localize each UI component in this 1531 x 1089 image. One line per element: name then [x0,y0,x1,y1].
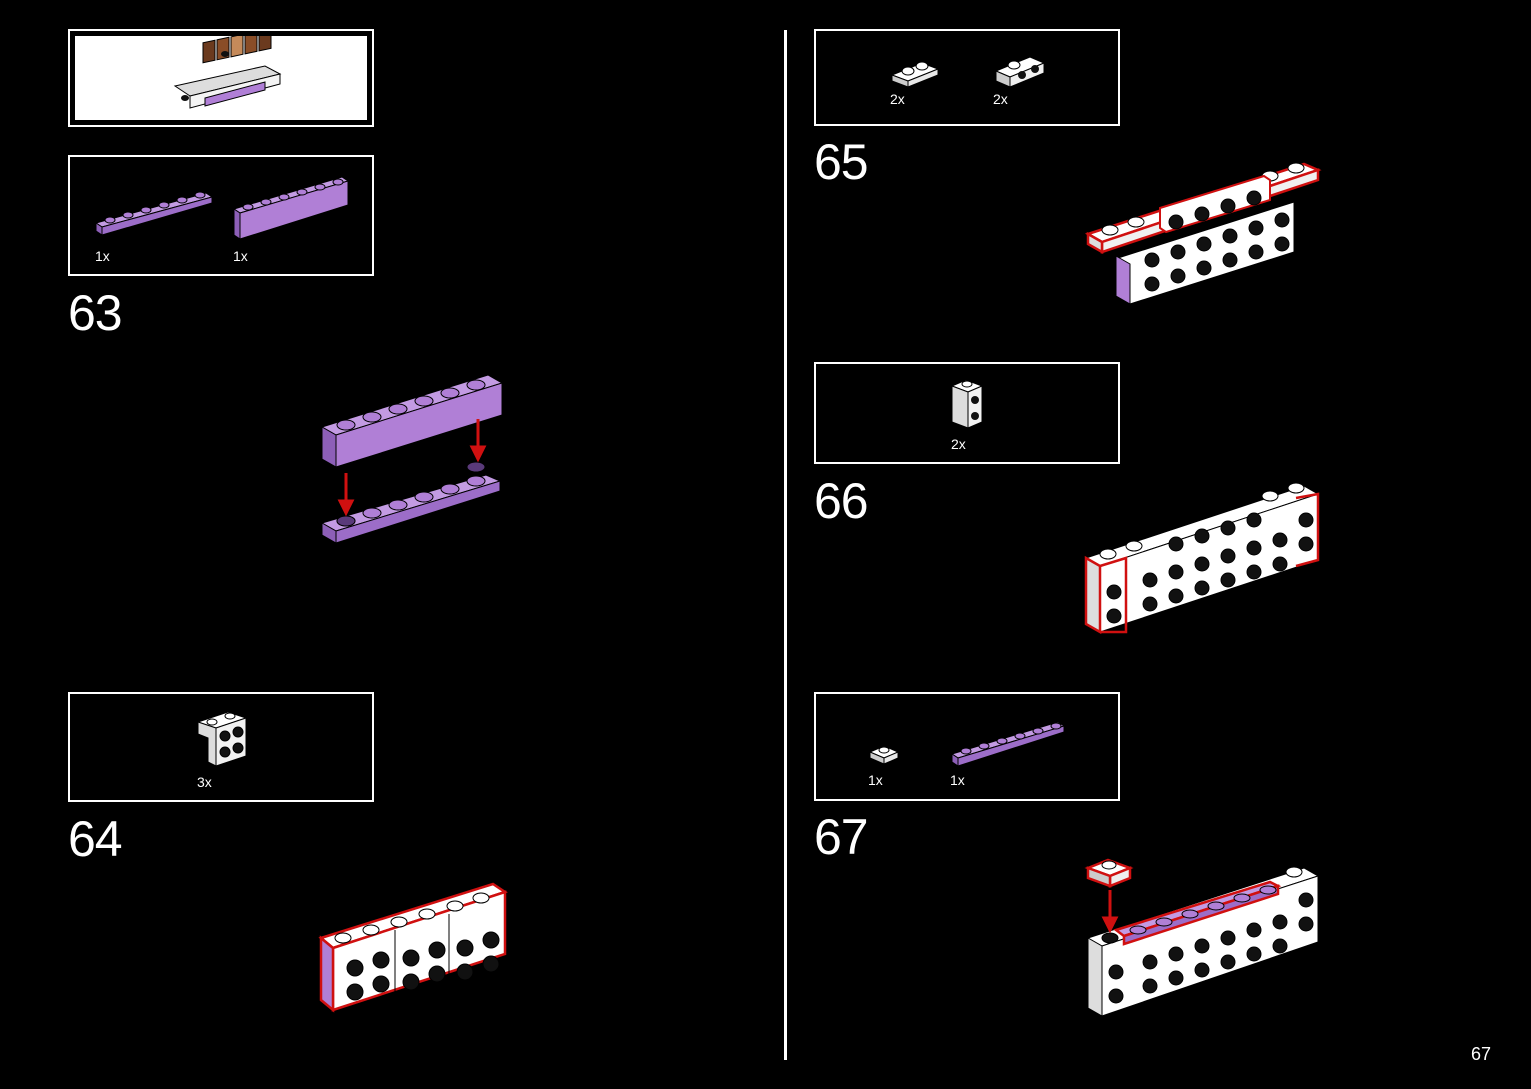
previous-step-thumbnail [68,27,374,127]
parts-box-step-67: 1x 1x [814,692,1120,801]
part-quantity: 1x [868,772,883,788]
parts-illustration [868,721,1066,767]
part-quantity: 2x [951,436,966,452]
white-plate-1x2-icon [890,61,940,88]
page-divider [784,30,787,1060]
parts-box-step-65: 2x 2x [814,29,1120,126]
submodel-preview-icon [173,27,282,109]
step-67-assembly-illustration [1084,858,1320,1017]
parts-box-step-63: 1x 1x [68,155,374,276]
step-66-assembly-illustration [1084,482,1320,635]
part-quantity: 1x [950,772,965,788]
step-number: 65 [814,134,869,190]
white-brick-1x1-studs-side-icon [950,379,984,429]
step-64-assembly-illustration [318,882,508,1013]
part-quantity: 2x [890,91,905,107]
part-quantity: 3x [197,774,212,790]
parts-illustration [890,56,1046,88]
parts-illustration [950,379,984,429]
thumbnail-panel [74,27,368,121]
part-quantity: 2x [993,91,1008,107]
white-plate-1x1-icon [868,745,900,765]
step-number: 64 [68,811,123,867]
part-quantity: 1x [233,248,248,264]
step-number: 63 [68,285,123,341]
parts-box-step-66: 2x [814,362,1120,464]
page-number: 67 [1470,1044,1491,1064]
parts-illustration [196,711,248,767]
step-63-assembly-illustration [320,374,504,544]
white-bracket-plate-icon [994,56,1046,88]
step-number: 66 [814,473,869,529]
lavender-plate-1x6-icon [950,721,1066,767]
step-65-assembly-illustration [1084,162,1322,305]
step-number: 67 [814,809,869,865]
white-bracket-icon [196,711,248,767]
lavender-brick-1x6-icon [232,176,350,240]
lavender-plate-1x6-icon [94,191,214,236]
parts-box-step-64: 3x [68,692,374,802]
parts-illustration [94,176,350,240]
part-quantity: 1x [95,248,110,264]
